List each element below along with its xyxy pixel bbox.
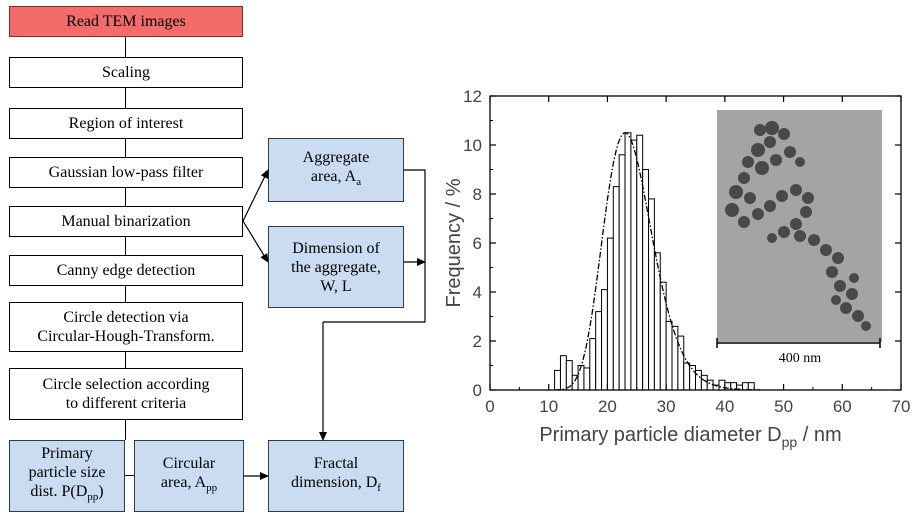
y-tick-label: 8 <box>473 185 482 204</box>
x-tick-label: 10 <box>539 397 558 416</box>
read-tem-images-box: Read TEM images <box>9 6 243 37</box>
pp-line3-main: dist. P(D <box>30 483 88 501</box>
x-tick-label: 40 <box>715 397 734 416</box>
histogram-bar <box>648 198 655 391</box>
x-tick-label: 50 <box>774 397 793 416</box>
fractal-line1: Fractal <box>313 454 359 472</box>
connector-line <box>125 286 126 302</box>
pp-line3: dist. P(Dpp) <box>30 482 103 507</box>
histogram-bar <box>630 139 638 391</box>
tem-aggregate-blobs <box>725 121 871 331</box>
histogram-bar <box>601 289 608 391</box>
canny-edge-label: Canny edge detection <box>56 262 196 279</box>
x-axis-label: Primary particle diameter Dpp / nm <box>539 424 841 450</box>
connector-line <box>125 237 126 255</box>
scaling-box: Scaling <box>9 57 243 88</box>
circle-selection-line1: Circle selection according <box>42 376 210 393</box>
y-tick-label: 6 <box>473 234 482 253</box>
connector-line <box>125 352 126 368</box>
histogram-bar <box>718 379 726 391</box>
circ-line2: area, App <box>161 473 217 498</box>
canny-edge-box: Canny edge detection <box>9 255 243 286</box>
manual-binarization-box: Manual binarization <box>9 206 243 237</box>
connector-line <box>125 88 126 108</box>
circ-line2-sub: pp <box>206 482 218 495</box>
x-tick-label: 20 <box>598 397 617 416</box>
histogram-bar <box>583 367 591 391</box>
circular-area-box: Circular area, App <box>134 440 244 512</box>
y-tick-label: 2 <box>473 332 482 351</box>
histogram-bar <box>671 325 679 391</box>
fractal-dimension-box: Fractal dimension, Df <box>268 440 404 512</box>
manual-binarization-label: Manual binarization <box>61 213 191 230</box>
histogram-bar <box>554 369 561 391</box>
fractal-line2-sub: f <box>377 482 381 495</box>
tem-inset: 400 nm <box>716 110 882 366</box>
lognormal-fit-curve <box>554 132 761 391</box>
histogram-bar <box>653 252 661 391</box>
circle-selection-line2: to different criteria <box>65 395 187 412</box>
y-tick-label: 10 <box>463 136 482 155</box>
read-tem-images-label: Read TEM images <box>66 13 186 30</box>
region-of-interest-label: Region of interest <box>68 115 184 132</box>
fractal-line2: dimension, Df <box>291 473 381 498</box>
pp-line3-end: ) <box>98 483 104 501</box>
histogram-bar <box>606 237 614 391</box>
circle-detection-line1: Circle detection via <box>63 309 189 326</box>
x-tick-label: 60 <box>833 397 852 416</box>
x-tick-label: 30 <box>657 397 676 416</box>
histogram-bar <box>565 360 573 391</box>
pp-line3-sub: pp <box>87 491 99 504</box>
histogram-bar <box>577 365 585 391</box>
connector-line <box>125 37 126 57</box>
histogram-bar <box>559 355 567 391</box>
circle-selection-box: Circle selection according to different … <box>9 368 243 420</box>
histogram-bar <box>624 132 632 391</box>
x-tick-label: 70 <box>892 397 911 416</box>
y-tick-label: 4 <box>473 283 482 302</box>
histogram-bar <box>689 365 697 391</box>
histogram-bar <box>595 311 603 391</box>
gaussian-filter-label: Gaussian low-pass filter <box>48 164 204 181</box>
connector-line <box>125 420 126 440</box>
histogram-bar <box>618 154 626 391</box>
histogram-bar <box>700 374 708 391</box>
histogram-bar <box>706 379 714 391</box>
circle-detection-line2: Circular-Hough-Transform. <box>37 328 215 345</box>
y-tick-label: 0 <box>473 381 482 400</box>
histogram-bar <box>747 382 755 391</box>
histogram-bar <box>612 186 620 391</box>
scaling-label: Scaling <box>102 64 150 81</box>
histogram-bar <box>665 320 673 391</box>
y-tick-label: 12 <box>463 87 482 106</box>
primary-particle-size-box: Primary particle size dist. P(Dpp) <box>9 440 125 512</box>
fractal-line2-main: dimension, D <box>291 473 378 491</box>
gaussian-filter-box: Gaussian low-pass filter <box>9 157 243 188</box>
histogram-bar <box>724 382 732 391</box>
pp-line1: Primary <box>41 445 93 463</box>
scale-bar-label: 400 nm <box>779 351 822 366</box>
region-of-interest-box: Region of interest <box>9 108 243 139</box>
connector-line <box>125 139 126 157</box>
circ-line2-main: area, A <box>160 473 207 491</box>
circ-line1: Circular <box>162 454 216 472</box>
connector-line <box>125 475 134 476</box>
circle-detection-box: Circle detection via Circular-Hough-Tran… <box>9 302 243 352</box>
histogram-bar <box>589 338 597 391</box>
agg-line1: Aggregate <box>302 148 370 166</box>
pp-line2: particle size <box>28 464 106 482</box>
y-axis-label: Frequency / % <box>443 178 465 307</box>
histogram-bar <box>642 169 650 391</box>
histogram-bar <box>683 362 691 391</box>
connector-line <box>125 188 126 206</box>
x-tick-label: 0 <box>485 397 494 416</box>
